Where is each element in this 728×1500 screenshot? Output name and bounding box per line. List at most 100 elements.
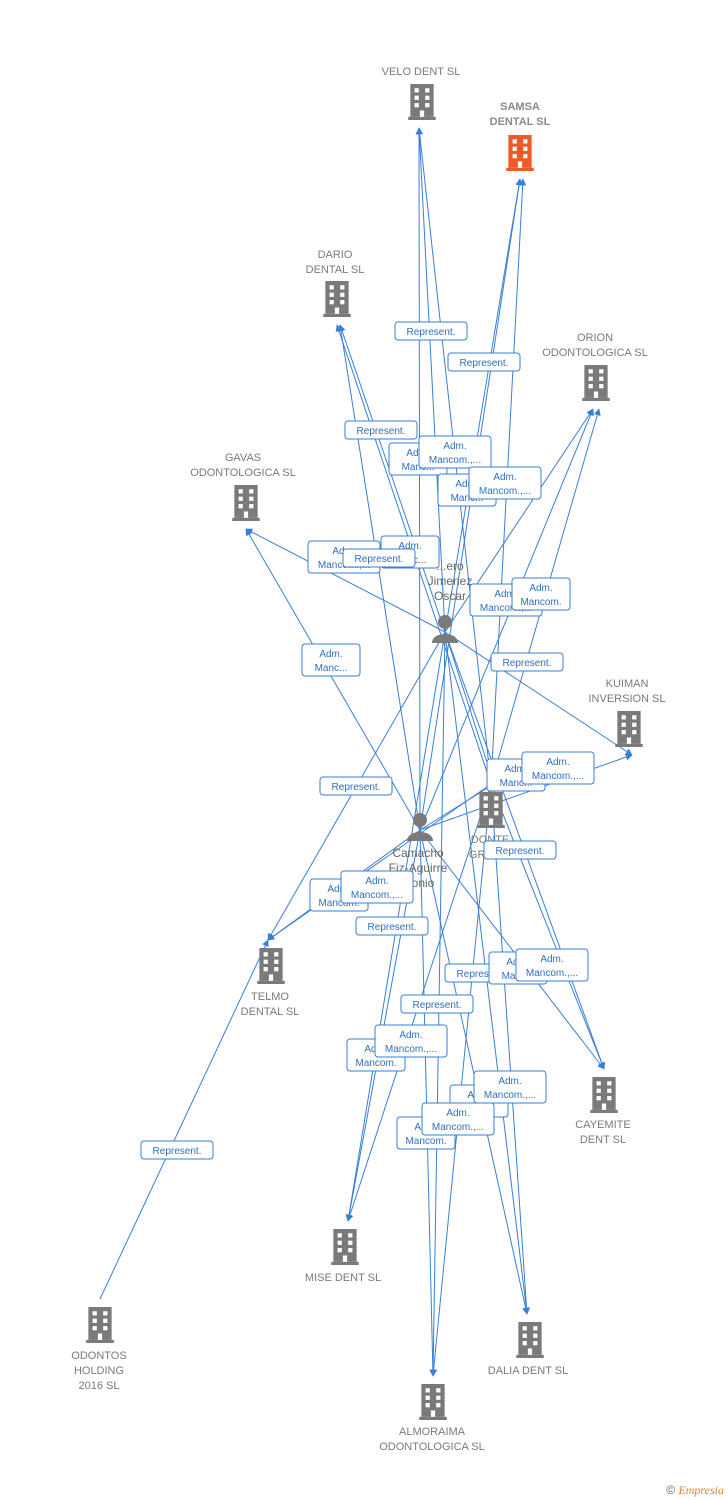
relationship-label-text: Adm. — [365, 876, 388, 887]
relationship-label-text: Represent. — [407, 327, 456, 338]
company-name-line: DARIO — [318, 249, 353, 261]
relationship-label-text: Represent. — [153, 1146, 202, 1157]
building-icon — [419, 1384, 447, 1420]
relationship-edge — [337, 324, 421, 831]
empresia-logo[interactable]: Empresia — [678, 1483, 724, 1497]
relationship-label-text: Adm. — [399, 1030, 422, 1041]
relationship-label[interactable]: Represent. — [140, 1140, 214, 1160]
company-name-line: KUIMAN — [606, 678, 649, 690]
relationship-label-text: Represent. — [332, 782, 381, 793]
relationship-label[interactable]: Adm.Mancom.,... — [468, 466, 542, 500]
relationship-label[interactable]: Represent. — [319, 776, 393, 796]
relationship-label-text: Represent. — [413, 1000, 462, 1011]
relationship-label[interactable]: Adm.Mancom.,... — [515, 948, 589, 982]
building-icon — [331, 1229, 359, 1265]
relationship-label-text: Mancom. — [405, 1136, 446, 1147]
relationship-label[interactable]: Adm.Mancom.,... — [374, 1024, 448, 1058]
relationship-label-text: Mancom.,... — [484, 1090, 536, 1101]
relationship-edge — [415, 127, 423, 831]
relationship-edge — [245, 528, 446, 633]
company-name-line: TELMO — [251, 991, 289, 1003]
relationship-label[interactable]: Adm. Mancom.,... — [473, 1070, 547, 1104]
relationship-label[interactable]: Represent. — [447, 352, 521, 372]
company-name-line: DENTAL SL — [490, 116, 551, 128]
company-name-line: VELO DENT SL — [382, 66, 461, 78]
relationship-edge — [419, 829, 530, 1315]
company-node-velo[interactable]: VELO DENT SL — [382, 66, 461, 120]
company-node-mise[interactable]: MISE DENT SL — [305, 1229, 381, 1284]
relationship-label-text: Adm. — [319, 649, 342, 660]
relationship-edge — [267, 783, 492, 941]
company-name-line: CAYEMITE — [575, 1119, 630, 1131]
company-node-dalia[interactable]: DALIA DENT SL — [488, 1322, 569, 1377]
relationship-label-text: Adm. — [529, 583, 552, 594]
company-node-almoraima[interactable]: ALMORAIMA ODONTOLOGICA SL — [379, 1384, 485, 1453]
relationship-label[interactable]: Adm. Mancom. — [511, 577, 571, 611]
company-name-line: DENT SL — [580, 1134, 626, 1146]
company-name-line: INVERSION SL — [588, 693, 665, 705]
company-name-line: SAMSA — [500, 101, 540, 113]
relationship-edge — [444, 178, 523, 633]
relationship-label-text: Represent. — [496, 846, 545, 857]
relationship-label[interactable]: Represent. — [344, 420, 418, 440]
company-name-line: DALIA DENT SL — [488, 1365, 569, 1377]
company-name-line: MISE DENT SL — [305, 1272, 381, 1284]
relationship-label-text: Adm. — [455, 479, 478, 490]
company-name-line: ODONTOLOGICA SL — [379, 1441, 485, 1453]
building-icon — [506, 135, 534, 171]
relationship-edge — [419, 753, 633, 831]
relationship-label[interactable]: Adm. Mancom.,... — [340, 870, 414, 904]
relationship-label-text: Mancom. — [355, 1058, 396, 1069]
relationship-label-text: Represent. — [357, 426, 406, 437]
relationship-edge — [430, 783, 492, 1377]
company-name-line: ALMORAIMA — [399, 1426, 466, 1438]
building-icon — [232, 485, 260, 521]
company-name-line: 2016 SL — [79, 1380, 120, 1392]
relationship-label-text: Adm. — [443, 441, 466, 452]
relationship-label-text: Represent. — [460, 358, 509, 369]
relationship-label[interactable]: Represent. — [490, 652, 564, 672]
relationship-label-text: Adm. — [494, 589, 517, 600]
company-node-kuiman[interactable]: KUIMAN INVERSION SL — [588, 678, 666, 747]
relationship-label-text: Represent. — [355, 554, 404, 565]
relationship-label-text: Adm. — [398, 541, 421, 552]
copyright-symbol: © — [666, 1483, 676, 1497]
relationship-label[interactable]: Adm.Mancom.,... — [418, 435, 492, 469]
relationship-label-text: Mancom. — [318, 898, 359, 909]
relationship-label-text: Mancom. — [520, 597, 561, 608]
relationship-edge — [490, 783, 531, 1315]
building-icon — [582, 365, 610, 401]
relationship-label[interactable]: Adm. Manc... — [301, 643, 361, 677]
relationship-label-text: Adm. — [540, 954, 563, 965]
relationship-label-text: Adm. — [406, 448, 429, 459]
building-icon — [615, 711, 643, 747]
relationship-label-text: Adm. — [504, 764, 527, 775]
relationship-label-text: Manc... — [315, 663, 348, 674]
person-name-line: Camacho — [392, 846, 444, 860]
relationship-label[interactable]: Represent. — [342, 548, 416, 568]
relationship-label-text: Adm. — [498, 1076, 521, 1087]
relationship-label[interactable]: Adm.Mancom.,... — [521, 751, 595, 785]
company-node-cayemite[interactable]: CAYEMITE DENT SL — [575, 1077, 631, 1146]
relationship-label-text: Represent. — [503, 658, 552, 669]
relationship-label[interactable]: Adm.Mancom.,... — [421, 1102, 495, 1136]
company-name-line: ODONTOLOGICA SL — [190, 467, 296, 479]
relationship-label-text: Manc... — [500, 778, 533, 789]
relationship-label[interactable]: Represent. — [355, 916, 429, 936]
relationship-label[interactable]: Represent. — [483, 840, 557, 860]
building-icon — [408, 84, 436, 120]
relationship-label[interactable]: Represent. — [400, 994, 474, 1014]
relationship-label-text: Mancom.,... — [532, 771, 584, 782]
company-name-line: ODONTOS — [71, 1350, 126, 1362]
company-node-samsa[interactable]: SAMSA DENTAL SL — [490, 101, 551, 171]
relationship-label[interactable]: Represent. — [394, 321, 468, 341]
relationship-label-text: Represent. — [368, 922, 417, 933]
relationship-label-text: Mancom.,... — [351, 890, 403, 901]
